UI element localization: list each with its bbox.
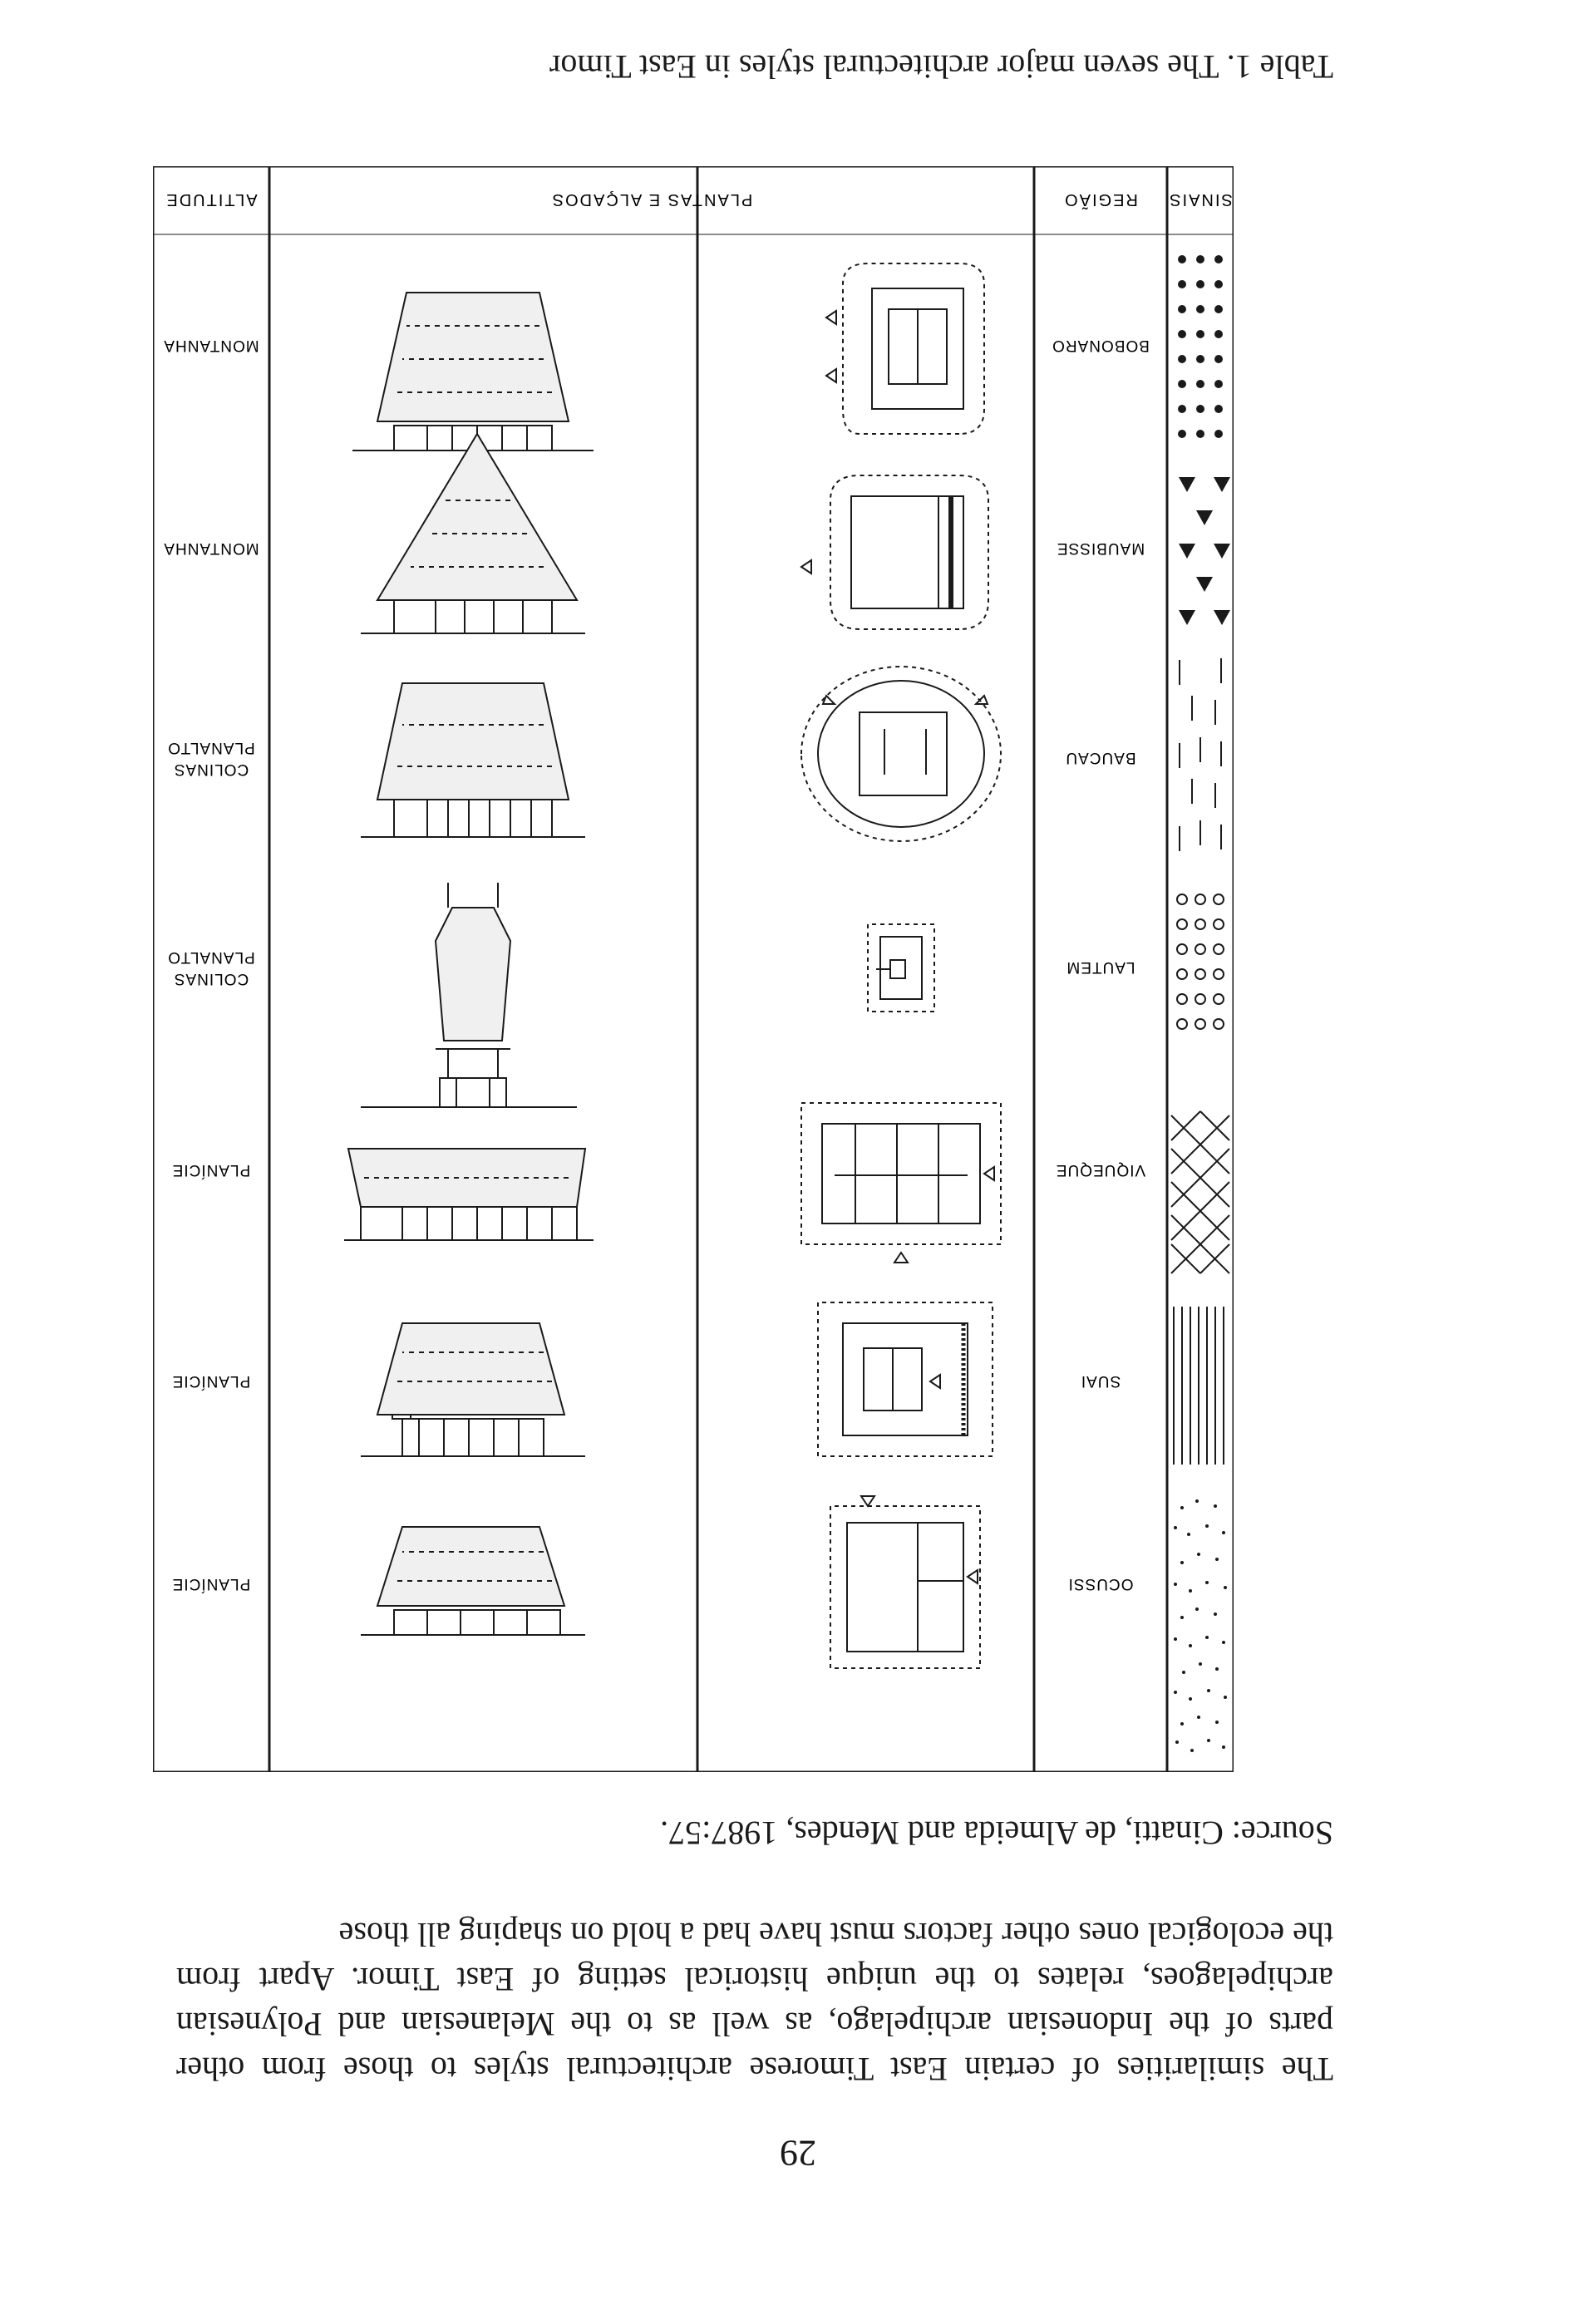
elevation-bobonaro (352, 292, 594, 451)
signal-crosshatch (1170, 1110, 1230, 1274)
page-number: 29 (780, 2133, 816, 2174)
floor-plan-ocussi (830, 1495, 981, 1669)
altitude-baucau-2: PLANALTO (167, 739, 255, 756)
altitude-maubisse: MONTANHA (163, 539, 259, 557)
signal-triangles (1179, 477, 1230, 625)
region-lautem: LAUTEM (1066, 958, 1135, 976)
elevation-ocussi (361, 1526, 585, 1636)
source-line: Source: Cinatti, de Almeida and Mendes, … (660, 1814, 1333, 1852)
floor-plan-suai (817, 1302, 993, 1457)
floor-plan-viqueque (800, 1102, 1002, 1263)
table-grid (153, 166, 1234, 1772)
region-bobonaro: BOBONARO (1052, 337, 1150, 354)
paragraph-line: parts of the Indonesian archipelago, as … (176, 2006, 1333, 2043)
region-maubisse: MAUBISSE (1057, 539, 1145, 557)
floor-plan-baucau (800, 666, 1002, 842)
table-caption: Table 1. The seven major architectural s… (549, 48, 1333, 86)
region-ocussi: OCUSSI (1068, 1575, 1134, 1593)
floor-plan-lautem (867, 923, 935, 1012)
architecture-table: SINAIS REGIÃO PLANTAS E ALÇADOS ALTITUDE… (153, 166, 1234, 1772)
header-sinais: SINAIS (1168, 190, 1233, 209)
floor-plan-bobonaro (825, 263, 985, 435)
header-regiao: REGIÃO (1063, 190, 1138, 210)
body-paragraph: The similarities of certain East Timores… (176, 1912, 1333, 2091)
floor-plan-maubisse (800, 475, 989, 630)
signal-dots (1178, 255, 1223, 438)
elevation-maubisse (361, 432, 585, 634)
signal-circles (1176, 894, 1224, 1030)
signal-stipple (1174, 1499, 1227, 1752)
paragraph-line: the ecological ones other factors must h… (338, 1916, 1333, 1953)
altitude-ocussi: PLANÍCIE (172, 1575, 251, 1593)
signal-dashes (1179, 658, 1222, 851)
altitude-bobonaro: MONTANHA (163, 337, 259, 354)
paragraph-line: archipelagoes, relates to the unique his… (176, 1961, 1333, 1998)
region-baucau: BAUCAU (1065, 749, 1135, 766)
elevation-lautem (361, 883, 577, 1108)
altitude-lautem-2: PLANALTO (167, 948, 255, 966)
altitude-suai: PLANÍCIE (172, 1372, 251, 1390)
altitude-baucau-1: COLINAS (174, 761, 249, 778)
elevation-viqueque (344, 1148, 594, 1241)
region-viqueque: VIQUEQUE (1056, 1161, 1145, 1179)
header-altitude: ALTITUDE (165, 190, 257, 209)
elevation-suai (361, 1322, 585, 1457)
altitude-viqueque: PLANÍCIE (172, 1161, 251, 1179)
elevation-baucau (361, 682, 585, 838)
signal-lines (1173, 1307, 1224, 1465)
altitude-lautem-1: COLINAS (174, 970, 249, 987)
region-suai: SUAI (1081, 1372, 1121, 1390)
paragraph-line: The similarities of certain East Timores… (176, 2051, 1333, 2088)
header-plantas: PLANTAS E ALÇADOS (551, 190, 753, 209)
